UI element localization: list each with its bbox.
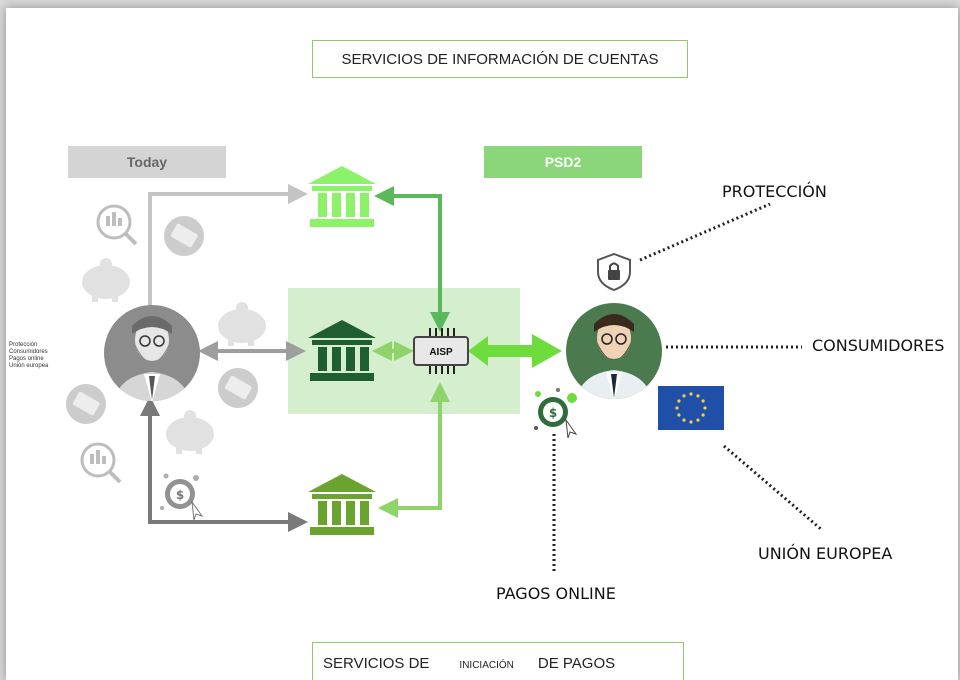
piggy-bank-icon bbox=[166, 410, 214, 454]
title-text: SERVICIOS DE INFORMACIÓN DE CUENTAS bbox=[341, 50, 659, 68]
arrow-to-bottom-bank bbox=[140, 396, 308, 532]
credit-card-icon bbox=[66, 384, 106, 424]
today-consumer-avatar bbox=[104, 305, 200, 401]
label-union-europea: UNIÓN EUROPEA bbox=[758, 544, 893, 563]
tiny-legend-item: Consumidores bbox=[9, 349, 48, 355]
arrow-bottom-bank-aisp bbox=[378, 382, 450, 518]
psd2-consumer-avatar bbox=[566, 303, 662, 399]
eu-star bbox=[696, 418, 700, 422]
eu-star bbox=[703, 406, 707, 410]
magnifier-chart-icon bbox=[96, 204, 138, 246]
arrow-to-top-bank bbox=[148, 184, 308, 306]
svg-text:$: $ bbox=[176, 488, 184, 502]
eu-star bbox=[675, 406, 679, 410]
svg-text:$: $ bbox=[549, 406, 557, 420]
psd2-header-label: PSD2 bbox=[544, 154, 582, 170]
tiny-legend-item: Pagos online bbox=[9, 356, 44, 362]
eu-star bbox=[677, 413, 681, 417]
credit-card-icon bbox=[164, 216, 204, 256]
aisp-chip-icon bbox=[413, 328, 469, 374]
credit-card-icon bbox=[218, 368, 258, 408]
leader-union bbox=[723, 444, 823, 532]
footer-box: SERVICIOS DE INICIACIÓN DE PAGOS bbox=[312, 642, 684, 680]
eu-star bbox=[701, 399, 705, 403]
tiny-legend-item: Protección bbox=[9, 342, 38, 348]
label-consumidores: CONSUMIDORES bbox=[812, 336, 945, 355]
piggy-bank-icon bbox=[218, 302, 266, 346]
slide-card: SERVICIOS DE INFORMACIÓN DE CUENTAS Toda… bbox=[6, 8, 958, 680]
eu-star bbox=[682, 418, 686, 422]
tiny-legend-item: Unión europea bbox=[9, 363, 49, 369]
arrow-top-bank-aisp bbox=[374, 186, 450, 332]
psd2-header: PSD2 bbox=[484, 146, 642, 178]
eu-star bbox=[682, 394, 686, 398]
label-proteccion: PROTECCIÓN bbox=[722, 182, 827, 201]
eu-star bbox=[689, 392, 693, 396]
eu-star bbox=[689, 420, 693, 424]
piggy-bank-icon bbox=[82, 258, 130, 302]
bank-icon bbox=[308, 474, 376, 535]
bank-icon bbox=[308, 320, 376, 381]
eu-star bbox=[696, 394, 700, 398]
bank-icon bbox=[308, 166, 376, 227]
leader-proteccion bbox=[639, 202, 771, 262]
magnifier-chart-icon bbox=[80, 442, 122, 484]
footer-text-2: INICIACIÓN bbox=[459, 659, 514, 671]
eu-flag-icon bbox=[658, 386, 724, 430]
footer-text-3: DE PAGOS bbox=[537, 654, 616, 672]
eu-star bbox=[701, 413, 705, 417]
tiny-legend: Protección Consumidores Pagos online Uni… bbox=[9, 342, 48, 370]
eu-star bbox=[677, 399, 681, 403]
psd2-diagram: $ $ AISP bbox=[66, 166, 823, 574]
footer-text-1: SERVICIOS DE bbox=[323, 654, 430, 672]
today-header-label: Today bbox=[126, 154, 168, 170]
shield-lock-icon bbox=[597, 252, 631, 292]
online-payment-icon: $ bbox=[160, 473, 204, 521]
label-pagos-online: PAGOS ONLINE bbox=[496, 584, 616, 603]
aisp-chip-label: AISP bbox=[429, 347, 453, 358]
today-header: Today bbox=[68, 146, 226, 178]
arrow-aisp-consumer bbox=[468, 334, 562, 368]
online-payment-icon: $ bbox=[534, 388, 578, 439]
title-box: SERVICIOS DE INFORMACIÓN DE CUENTAS bbox=[312, 40, 688, 78]
